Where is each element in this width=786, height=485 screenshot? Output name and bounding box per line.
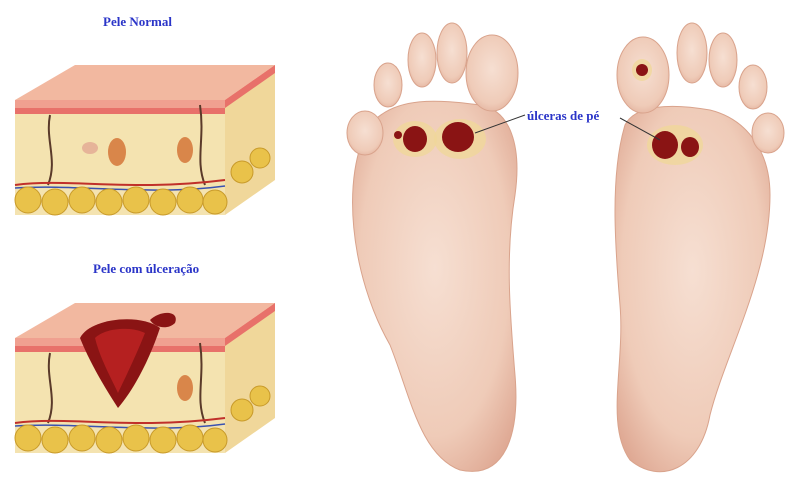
normal-skin-title: Pele Normal [103,14,172,30]
ulcerated-skin-illustration [10,298,280,458]
left-foot [347,23,525,471]
feet-illustration [330,15,786,480]
ulcerated-skin-title: Pele com úlceração [93,261,199,277]
normal-skin-illustration [10,60,280,220]
right-foot [615,23,784,472]
